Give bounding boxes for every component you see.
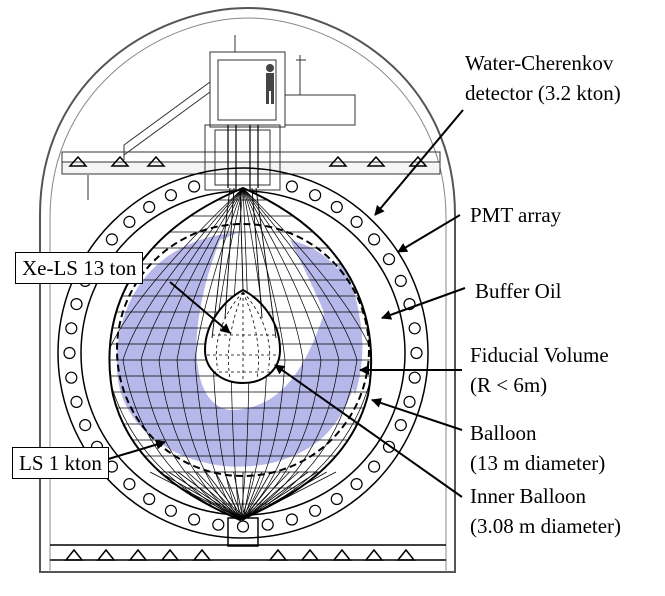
label-balloon-2: (13 m diameter) bbox=[470, 451, 606, 475]
arrow-inner-balloon bbox=[274, 364, 463, 498]
cone-line bbox=[242, 471, 300, 521]
outer-tank-inner-wall bbox=[49, 17, 447, 572]
pmt bbox=[261, 518, 274, 531]
pmt bbox=[164, 189, 177, 202]
leader-arrows bbox=[104, 109, 466, 498]
cone-line bbox=[242, 471, 318, 521]
pmt bbox=[408, 371, 421, 384]
arrow-buffer-oil bbox=[381, 287, 466, 320]
support-ropes bbox=[211, 187, 277, 339]
label-buffer-oil: Buffer Oil bbox=[475, 279, 562, 303]
cone-line bbox=[242, 471, 290, 521]
pmt bbox=[188, 513, 201, 526]
pmt bbox=[70, 298, 83, 311]
fiducial-volume-right bbox=[290, 240, 363, 395]
label-fiducial-2: (R < 6m) bbox=[470, 373, 548, 397]
cone-line bbox=[159, 471, 244, 521]
label-water-cherenkov-2: detector (3.2 kton) bbox=[465, 81, 621, 105]
cone-line bbox=[168, 471, 244, 521]
cone-line bbox=[242, 471, 253, 521]
grid-meridian bbox=[109, 188, 244, 520]
pmt bbox=[236, 520, 250, 533]
cone-line bbox=[242, 471, 262, 521]
pmt bbox=[285, 513, 298, 526]
deck-bolts bbox=[68, 155, 428, 167]
pmt bbox=[368, 233, 381, 246]
label-inner-balloon-1: Inner Balloon bbox=[470, 484, 587, 508]
pmt bbox=[408, 322, 421, 335]
cone-line bbox=[242, 471, 327, 521]
arrow-balloon bbox=[371, 398, 463, 431]
cone-line bbox=[242, 471, 281, 521]
pmt bbox=[143, 492, 156, 506]
label-xe-ls: Xe-LS 13 ton bbox=[15, 252, 144, 284]
pmt bbox=[394, 419, 407, 432]
pmt bbox=[65, 322, 78, 335]
arrow-pmt-array bbox=[397, 214, 461, 253]
cone-line bbox=[233, 471, 244, 521]
pmt bbox=[330, 492, 343, 506]
cone-line bbox=[186, 471, 244, 521]
label-balloon-1: Balloon bbox=[470, 421, 537, 445]
fiducial-dashed-circle bbox=[116, 223, 370, 477]
cone-line bbox=[242, 471, 337, 521]
pmt bbox=[309, 189, 322, 202]
pmt bbox=[79, 419, 92, 432]
pmt-ring-outer bbox=[57, 167, 429, 539]
worker-figure bbox=[266, 64, 274, 104]
cone-line bbox=[177, 471, 244, 521]
cone-line bbox=[224, 471, 244, 521]
pmt bbox=[350, 478, 363, 491]
pmt bbox=[350, 215, 363, 228]
pmt bbox=[143, 200, 156, 214]
label-ls: LS 1 kton bbox=[12, 447, 109, 479]
pmt bbox=[330, 200, 343, 214]
bottom-support-cone bbox=[149, 471, 337, 521]
pmt bbox=[164, 504, 177, 517]
arrow-xe-ls bbox=[169, 281, 231, 334]
pmt bbox=[382, 253, 396, 266]
pmt bbox=[403, 395, 416, 408]
pmt bbox=[368, 460, 381, 473]
label-water-cherenkov-1: Water-Cherenkov bbox=[465, 51, 614, 75]
pmt bbox=[410, 346, 423, 360]
label-inner-balloon-2: (3.08 m diameter) bbox=[470, 514, 622, 538]
cone-line bbox=[242, 471, 309, 521]
cone-line bbox=[214, 471, 244, 521]
pmt bbox=[123, 478, 136, 491]
pmt bbox=[394, 274, 407, 287]
cone-line bbox=[196, 471, 244, 521]
pmt bbox=[285, 180, 298, 193]
pmt bbox=[105, 233, 119, 246]
pmt bbox=[212, 518, 225, 531]
cone-line bbox=[205, 471, 244, 521]
inner-balloon-texture bbox=[207, 291, 280, 381]
grid-meridian bbox=[239, 188, 372, 520]
pmt bbox=[309, 504, 322, 517]
pmt bbox=[188, 180, 201, 193]
arrow-ls bbox=[104, 439, 166, 461]
balloon-outline bbox=[108, 186, 373, 522]
pmt bbox=[123, 215, 136, 228]
floor-bolts bbox=[64, 548, 416, 561]
pmt bbox=[70, 395, 83, 408]
cone-line bbox=[242, 471, 272, 521]
arrow-water-cherenkov bbox=[374, 109, 464, 216]
top-structure bbox=[61, 35, 441, 200]
label-fiducial-1: Fiducial Volume bbox=[470, 343, 609, 367]
pmt bbox=[65, 371, 78, 384]
outer-tank bbox=[39, 6, 456, 573]
label-pmt-array: PMT array bbox=[470, 203, 562, 227]
pmt bbox=[63, 346, 76, 360]
pmt-array-circles bbox=[63, 180, 423, 533]
cone-line bbox=[149, 471, 244, 521]
